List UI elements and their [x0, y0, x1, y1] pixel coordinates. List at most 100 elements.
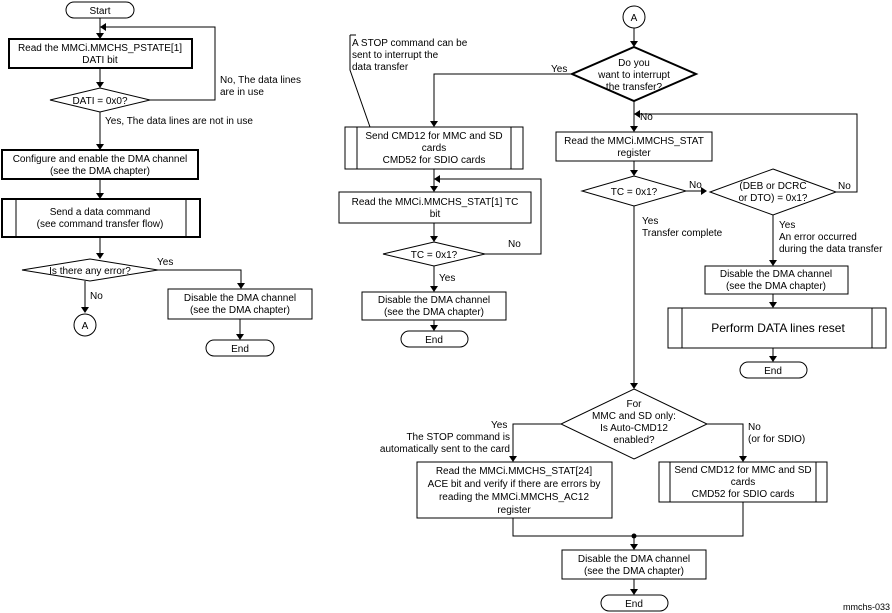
send-cmd12-mid-box: Send CMD12 for MMC and SD cards CMD52 fo…: [344, 126, 524, 170]
disable-dma-right-line1: Disable the DMA channel: [720, 269, 832, 280]
interrupt-line3: the transfer?: [606, 82, 663, 93]
dati-yes-label: Yes, The data lines are not in use: [105, 116, 253, 127]
stop-note-annotation: A STOP command can be sent to interrupt …: [349, 34, 468, 128]
tc-mid-yes: Yes: [439, 273, 455, 284]
tc-mid-decision: TC = 0x1?: [382, 241, 486, 267]
interrupt-decision: Do you want to interrupt the transfer?: [569, 45, 699, 103]
configure-dma-line2: (see the DMA chapter): [50, 166, 150, 177]
end-bottom-label: End: [625, 599, 643, 610]
read-stat1-mid-box: Read the MMCi.MMCHS_STAT[1] TC bit: [338, 191, 532, 224]
stop-note-line1: A STOP command can be: [352, 38, 468, 49]
end-left-label: End: [231, 344, 249, 355]
configure-dma-line1: Configure and enable the DMA channel: [13, 154, 188, 165]
perform-reset-box: Perform DATA lines reset: [667, 307, 887, 349]
send-cmd12-bottom-line3: CMD52 for SDIO cards: [692, 489, 795, 500]
tc-right-decision: TC = 0x1?: [580, 175, 688, 207]
autocmd-line1: For: [627, 399, 643, 410]
stop-note-line2: sent to interrupt the: [352, 50, 439, 61]
tc-right-no: No: [689, 180, 702, 191]
send-data-cmd-box: Send a data command (see command transfe…: [1, 198, 201, 238]
dati-no-line1: No, The data lines: [220, 75, 301, 86]
disable-dma-left-line2: (see the DMA chapter): [190, 305, 290, 316]
tc-right-yes-line1: Yes: [642, 216, 658, 227]
disable-dma-left-line1: Disable the DMA channel: [184, 293, 296, 304]
send-cmd12-bottom-box: Send CMD12 for MMC and SD cards CMD52 fo…: [658, 461, 828, 503]
send-cmd12-bottom-line1: Send CMD12 for MMC and SD: [674, 465, 811, 476]
send-cmd12-mid-line2: cards: [422, 143, 446, 154]
read-pstate-box: Read the MMCi.MMCHS_PSTATE[1] DATI bit: [8, 38, 193, 69]
interrupt-line2: want to interrupt: [597, 70, 670, 81]
start-label: Start: [89, 6, 110, 17]
autocmd-no-line2: (or for SDIO): [748, 434, 805, 445]
connector-a-left: A: [73, 313, 97, 337]
autocmd-line2: MMC and SD only:: [592, 411, 676, 422]
read-stat-right-line2: register: [617, 148, 651, 159]
disable-dma-mid-line1: Disable the DMA channel: [378, 295, 490, 306]
read-stat24-line3: reading the MMCi.MMCHS_AC12: [439, 492, 589, 503]
read-stat24-line4: register: [497, 505, 531, 516]
stop-note-line3: data transfer: [352, 62, 409, 73]
read-stat-right-line1: Read the MMCi.MMCHS_STAT: [564, 136, 704, 147]
disable-dma-right-box: Disable the DMA channel (see the DMA cha…: [704, 265, 849, 295]
error-yes-line2: An error occurred: [779, 232, 857, 243]
perform-reset-label: Perform DATA lines reset: [711, 321, 845, 335]
end-right-terminator: End: [739, 361, 808, 379]
interrupt-no: No: [640, 112, 653, 123]
read-stat1-mid-line1: Read the MMCi.MMCHS_STAT[1] TC: [352, 197, 519, 208]
any-error-no: No: [90, 291, 103, 302]
error-yes-line3: during the data transfer: [779, 244, 883, 255]
disable-dma-right-line2: (see the DMA chapter): [726, 281, 826, 292]
end-right-label: End: [764, 366, 782, 377]
connector-a-right: A: [622, 5, 646, 29]
error-line2: or DTO) = 0x1?: [738, 193, 807, 204]
autocmd-line4: enabled?: [613, 435, 655, 446]
disable-dma-bottom-line2: (see the DMA chapter): [584, 566, 684, 577]
error-decision: (DEB or DCRC or DTO) = 0x1?: [708, 168, 838, 216]
connector-a-left-label: A: [82, 321, 89, 332]
send-cmd12-bottom-line2: cards: [731, 477, 755, 488]
disable-dma-bottom-box: Disable the DMA channel (see the DMA cha…: [561, 549, 707, 580]
autocmd-line3: Is Auto-CMD12: [600, 423, 668, 434]
end-mid-label: End: [425, 335, 443, 346]
autocmd-yes-line2: The STOP command is: [406, 432, 510, 443]
end-bottom-terminator: End: [600, 594, 669, 612]
dati-decision: DATI = 0x0?: [49, 87, 151, 113]
tc-mid-label: TC = 0x1?: [411, 250, 458, 261]
read-stat-right-box: Read the MMCi.MMCHS_STAT register: [555, 131, 713, 162]
autocmd-decision: For MMC and SD only: Is Auto-CMD12 enabl…: [559, 388, 709, 460]
disable-dma-mid-line2: (see the DMA chapter): [384, 307, 484, 318]
send-data-cmd-line1: Send a data command: [50, 207, 151, 218]
end-left-terminator: End: [205, 339, 275, 357]
send-cmd12-mid-line1: Send CMD12 for MMC and SD: [365, 131, 502, 142]
connector-a-right-label: A: [631, 13, 638, 24]
send-data-cmd-line2: (see command transfer flow): [37, 219, 164, 230]
dati-no-line2: are in use: [220, 87, 264, 98]
disable-dma-bottom-line1: Disable the DMA channel: [578, 554, 690, 565]
autocmd-yes-line3: automatically sent to the card: [380, 444, 510, 455]
any-error-label: Is there any error?: [49, 266, 131, 277]
send-cmd12-mid-line3: CMD52 for SDIO cards: [383, 155, 486, 166]
autocmd-yes-line1: Yes: [491, 420, 507, 431]
tc-right-yes-line2: Transfer complete: [642, 228, 723, 239]
end-mid-terminator: End: [400, 330, 469, 348]
any-error-yes: Yes: [157, 257, 173, 268]
error-line1: (DEB or DCRC: [739, 181, 806, 192]
read-stat24-line2: ACE bit and verify if there are errors b…: [428, 479, 601, 490]
read-stat24-line1: Read the MMCi.MMCHS_STAT[24]: [436, 466, 593, 477]
read-pstate-line2: DATI bit: [82, 55, 118, 66]
dati-decision-label: DATI = 0x0?: [72, 96, 128, 107]
read-stat1-mid-line2: bit: [430, 209, 441, 220]
configure-dma-box: Configure and enable the DMA channel (se…: [1, 149, 199, 180]
figure-id: mmchs-033: [843, 602, 890, 612]
interrupt-yes: Yes: [551, 64, 567, 75]
autocmd-no-line1: No: [748, 422, 761, 433]
disable-dma-mid-box: Disable the DMA channel (see the DMA cha…: [361, 291, 507, 321]
error-no: No: [838, 181, 851, 192]
tc-mid-no: No: [508, 239, 521, 250]
error-yes-line1: Yes: [779, 220, 795, 231]
disable-dma-left-box: Disable the DMA channel (see the DMA cha…: [167, 288, 313, 320]
interrupt-line1: Do you: [618, 58, 650, 69]
any-error-decision: Is there any error?: [21, 258, 159, 282]
read-pstate-line1: Read the MMCi.MMCHS_PSTATE[1]: [18, 43, 182, 54]
